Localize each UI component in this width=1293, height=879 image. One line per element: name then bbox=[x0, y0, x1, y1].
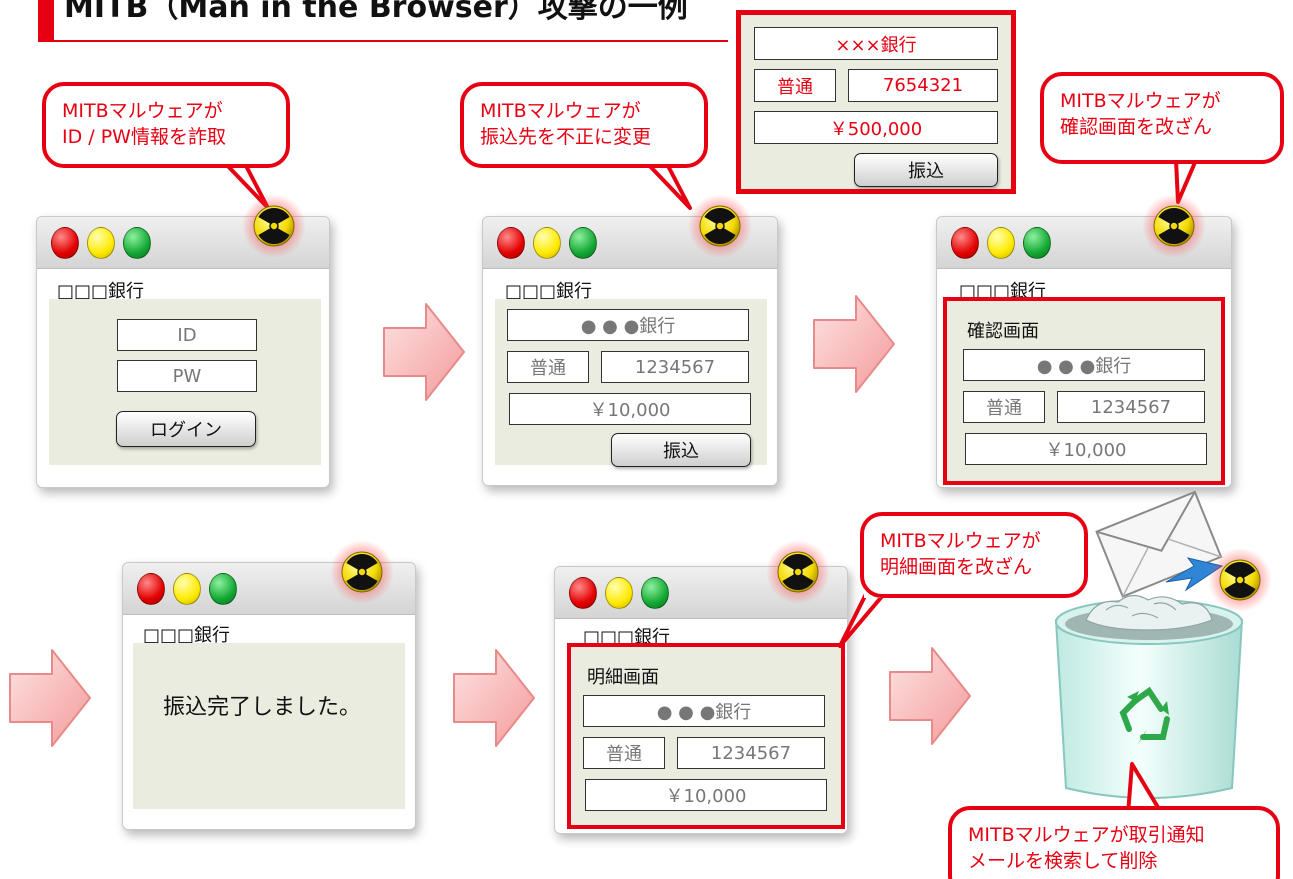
bubble-line: 振込先を不正に変更 bbox=[480, 126, 652, 148]
bubble-line: MITBマルウェアが bbox=[880, 530, 1041, 552]
maximize-dot-icon bbox=[209, 573, 237, 605]
tampered-transfer-button[interactable]: 振込 bbox=[854, 153, 998, 187]
confirm-heading: 確認画面 bbox=[967, 321, 1039, 342]
account-number-field: 1234567 bbox=[1057, 391, 1205, 423]
bank-name: □□□銀行 bbox=[57, 281, 145, 302]
radioactive-icon bbox=[1208, 548, 1272, 612]
recycle-icon bbox=[1119, 686, 1170, 740]
title-underline bbox=[38, 40, 728, 42]
browser-window-transfer: □□□銀行 ● ● ●銀行 普通 1234567 ￥10,000 振込 bbox=[482, 216, 778, 486]
close-dot-icon bbox=[51, 227, 79, 259]
radioactive-icon bbox=[688, 194, 752, 258]
radioactive-icon bbox=[1142, 194, 1206, 258]
minimize-dot-icon bbox=[533, 227, 561, 259]
radioactive-icon bbox=[330, 540, 394, 604]
bubble-line: MITBマルウェアが bbox=[480, 100, 641, 122]
bank-field[interactable]: ● ● ●銀行 bbox=[507, 309, 749, 341]
maximize-dot-icon bbox=[641, 577, 669, 609]
transfer-button[interactable]: 振込 bbox=[611, 433, 751, 467]
bubble-line: MITBマルウェアが bbox=[62, 100, 223, 122]
bubble-line: MITBマルウェアが bbox=[1060, 90, 1221, 112]
title-accent-mark bbox=[38, 0, 54, 42]
tampered-account-type: 普通 bbox=[754, 69, 836, 102]
close-dot-icon bbox=[951, 227, 979, 259]
maximize-dot-icon bbox=[1023, 227, 1051, 259]
bank-name: □□□銀行 bbox=[583, 627, 671, 648]
window-body: □□□銀行 ● ● ●銀行 普通 1234567 ￥10,000 振込 bbox=[483, 269, 777, 485]
account-type-field: 普通 bbox=[583, 737, 665, 769]
bubble-tail bbox=[838, 592, 886, 648]
page-title: MITB（Man in the Browser）攻撃の一例 bbox=[64, 0, 688, 25]
arrow-right-icon bbox=[453, 649, 535, 747]
arrow-right-icon bbox=[383, 303, 465, 401]
id-input[interactable]: ID bbox=[117, 319, 257, 351]
speech-bubble-credential-theft: MITBマルウェアが ID / PW情報を詐取 bbox=[42, 82, 290, 168]
account-number-field[interactable]: 1234567 bbox=[601, 351, 749, 383]
browser-window-statement: □□□銀行 明細画面 ● ● ●銀行 普通 1234567 ￥10,000 bbox=[554, 566, 848, 834]
window-body: □□□銀行 ID PW ログイン bbox=[37, 269, 329, 487]
window-body: □□□銀行 明細画面 ● ● ●銀行 普通 1234567 ￥10,000 bbox=[555, 619, 847, 833]
minimize-dot-icon bbox=[87, 227, 115, 259]
login-button[interactable]: ログイン bbox=[116, 411, 256, 447]
close-dot-icon bbox=[569, 577, 597, 609]
tampered-account-number: 7654321 bbox=[848, 69, 998, 102]
minimize-dot-icon bbox=[987, 227, 1015, 259]
completion-message: 振込完了しました。 bbox=[163, 695, 362, 720]
browser-window-complete: □□□銀行 振込完了しました。 bbox=[122, 562, 416, 830]
bubble-line: 確認画面を改ざん bbox=[1060, 116, 1213, 138]
bank-field: ● ● ●銀行 bbox=[583, 695, 825, 727]
header-bar: MITB（Man in the Browser）攻撃の一例 bbox=[0, 0, 1293, 42]
maximize-dot-icon bbox=[123, 227, 151, 259]
radioactive-icon bbox=[242, 194, 306, 258]
confirm-panel: 確認画面 ● ● ●銀行 普通 1234567 ￥10,000 bbox=[943, 297, 1225, 485]
account-type-field[interactable]: 普通 bbox=[507, 351, 589, 383]
arrow-right-icon bbox=[889, 647, 971, 745]
bank-field: ● ● ●銀行 bbox=[963, 349, 1205, 381]
bubble-line: 明細画面を改ざん bbox=[880, 556, 1033, 578]
maximize-dot-icon bbox=[569, 227, 597, 259]
trash-can-icon bbox=[1054, 490, 1244, 799]
bank-name: □□□銀行 bbox=[143, 625, 231, 646]
statement-heading: 明細画面 bbox=[587, 667, 659, 688]
amount-field: ￥10,000 bbox=[965, 433, 1207, 465]
bubble-line: ID / PW情報を詐取 bbox=[62, 126, 226, 148]
speech-bubble-mail-deletion: MITBマルウェアが取引通知 メールを検索して削除 bbox=[948, 806, 1280, 879]
minimize-dot-icon bbox=[173, 573, 201, 605]
window-body: □□□銀行 確認画面 ● ● ●銀行 普通 1234567 ￥10,000 bbox=[937, 269, 1231, 487]
tampered-transfer-panel: ×××銀行 普通 7654321 ￥500,000 振込 bbox=[736, 10, 1016, 194]
browser-window-login: □□□銀行 ID PW ログイン bbox=[36, 216, 330, 488]
close-dot-icon bbox=[137, 573, 165, 605]
bank-name: □□□銀行 bbox=[959, 281, 1047, 302]
bubble-line: MITBマルウェアが取引通知 bbox=[968, 824, 1205, 846]
statement-panel: 明細画面 ● ● ●銀行 普通 1234567 ￥10,000 bbox=[567, 643, 845, 829]
browser-window-confirm: □□□銀行 確認画面 ● ● ●銀行 普通 1234567 ￥10,000 bbox=[936, 216, 1232, 488]
arrow-right-icon bbox=[813, 295, 895, 393]
pw-input[interactable]: PW bbox=[117, 360, 257, 392]
amount-field: ￥10,000 bbox=[585, 779, 827, 811]
amount-field[interactable]: ￥10,000 bbox=[509, 393, 751, 425]
bubble-line: メールを検索して削除 bbox=[968, 850, 1158, 872]
window-body: □□□銀行 振込完了しました。 bbox=[123, 615, 415, 829]
minimize-dot-icon bbox=[605, 577, 633, 609]
bank-name: □□□銀行 bbox=[505, 281, 593, 302]
speech-bubble-confirm-tampering: MITBマルウェアが 確認画面を改ざん bbox=[1040, 72, 1284, 164]
account-number-field: 1234567 bbox=[677, 737, 825, 769]
account-type-field: 普通 bbox=[963, 391, 1045, 423]
speech-bubble-statement-tampering: MITBマルウェアが 明細画面を改ざん bbox=[860, 512, 1088, 598]
speech-bubble-destination-change: MITBマルウェアが 振込先を不正に変更 bbox=[460, 82, 708, 168]
login-panel: ID PW ログイン bbox=[49, 299, 321, 465]
close-dot-icon bbox=[497, 227, 525, 259]
transfer-panel: ● ● ●銀行 普通 1234567 ￥10,000 振込 bbox=[495, 299, 767, 467]
radioactive-icon bbox=[766, 540, 830, 604]
complete-panel: 振込完了しました。 bbox=[133, 643, 405, 809]
tampered-amount: ￥500,000 bbox=[754, 111, 998, 144]
tampered-bank-field: ×××銀行 bbox=[754, 27, 998, 60]
arrow-right-icon bbox=[9, 649, 91, 747]
